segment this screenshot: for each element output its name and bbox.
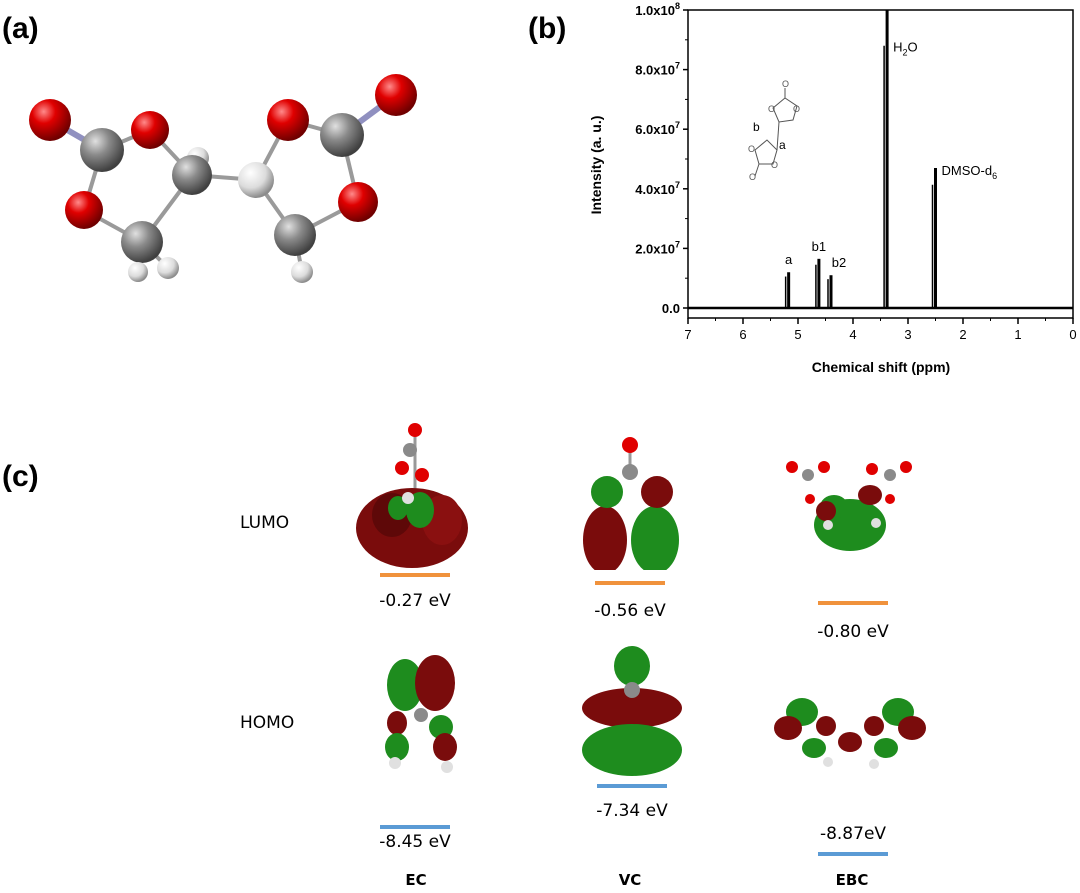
ebc-lumo-level <box>818 601 888 605</box>
y-axis-ticks: 0.0 2.0x107 4.0x107 6.0x107 8.0x107 1.0x108 <box>635 1 688 316</box>
panel-label-b: (b) <box>528 12 567 45</box>
atoms <box>29 74 417 283</box>
inset-atoms: O O O O O O <box>748 79 800 182</box>
vc-lumo-orbital <box>583 437 679 570</box>
lumo-row-label: LUMO <box>240 513 290 533</box>
svg-text:O: O <box>749 172 756 182</box>
ec-homo-level <box>380 825 450 829</box>
molecule-name-ebc: EBC <box>835 871 869 889</box>
svg-text:O: O <box>782 79 789 89</box>
spectrum-peaks <box>784 10 937 308</box>
panel-label-a: (a) <box>2 12 39 45</box>
ec-lumo-orbital <box>356 423 468 568</box>
panel-label-c: (c) <box>2 460 39 493</box>
ec-homo-orbital <box>385 655 457 773</box>
molecule-name-vc: VC <box>618 871 642 889</box>
peak-label-b1: b1 <box>812 239 826 254</box>
y-tick-label: 8.0x107 <box>635 61 680 78</box>
ec-lumo-energy: -0.27 eV <box>379 591 451 611</box>
peak-label-h2o: H2O <box>893 40 918 58</box>
vc-homo-level <box>597 784 667 788</box>
inset-ebc-structure <box>754 88 798 177</box>
svg-text:O: O <box>771 160 778 170</box>
x-tick-label: 6 <box>739 327 746 342</box>
svg-text:O: O <box>768 104 775 114</box>
y-tick-label: 6.0x107 <box>635 120 680 137</box>
ebc-molecule-structure <box>29 74 417 283</box>
vc-homo-energy: -7.34 eV <box>596 801 668 821</box>
x-axis-ticks: 7 6 5 4 3 2 1 0 <box>684 318 1077 342</box>
ebc-homo-level <box>818 852 888 856</box>
svg-text:O: O <box>793 104 800 114</box>
ebc-lumo-energy: -0.80 eV <box>817 622 889 642</box>
ec-homo-energy: -8.45 eV <box>379 832 451 852</box>
plot-frame <box>687 9 1074 319</box>
plot-border <box>687 9 1074 319</box>
ec-lumo-level <box>380 573 450 577</box>
y-tick-label: 2.0x107 <box>635 239 680 256</box>
vc-lumo-energy: -0.56 eV <box>594 601 666 621</box>
vc-lumo-level <box>595 581 665 585</box>
y-tick-label: 1.0x108 <box>635 1 680 18</box>
ebc-homo-energy: -8.87eV <box>819 824 887 844</box>
svg-text:O: O <box>748 144 755 154</box>
x-tick-label: 4 <box>849 327 856 342</box>
peak-label-dmso-d6: DMSO-d6 <box>942 163 998 181</box>
x-axis-label: Chemical shift (ppm) <box>812 359 950 375</box>
y-tick-label: 0.0 <box>662 301 680 316</box>
x-tick-label: 7 <box>684 327 691 342</box>
x-tick-label: 0 <box>1069 327 1076 342</box>
peak-labels: a b1 b2 H2O DMSO-d6 <box>785 40 997 271</box>
x-tick-label: 5 <box>794 327 801 342</box>
x-tick-label: 2 <box>959 327 966 342</box>
molecule-name-ec: EC <box>405 871 427 889</box>
vc-homo-orbital <box>582 646 682 776</box>
inset-label-a: a <box>779 138 786 152</box>
nmr-spectrum-chart: 0.0 2.0x107 4.0x107 6.0x107 8.0x107 1.0x108 7… <box>588 1 1077 375</box>
x-tick-label: 1 <box>1014 327 1021 342</box>
x-tick-label: 3 <box>904 327 911 342</box>
homo-row-label: HOMO <box>240 713 295 733</box>
inset-label-b: b <box>753 120 760 134</box>
peak-label-b2: b2 <box>832 255 846 270</box>
ebc-lumo-orbital <box>786 461 912 551</box>
peak-label-a: a <box>785 252 793 267</box>
y-axis-label: Intensity (a. u.) <box>588 116 604 215</box>
y-tick-label: 4.0x107 <box>635 180 680 197</box>
ebc-homo-orbital <box>774 698 926 769</box>
